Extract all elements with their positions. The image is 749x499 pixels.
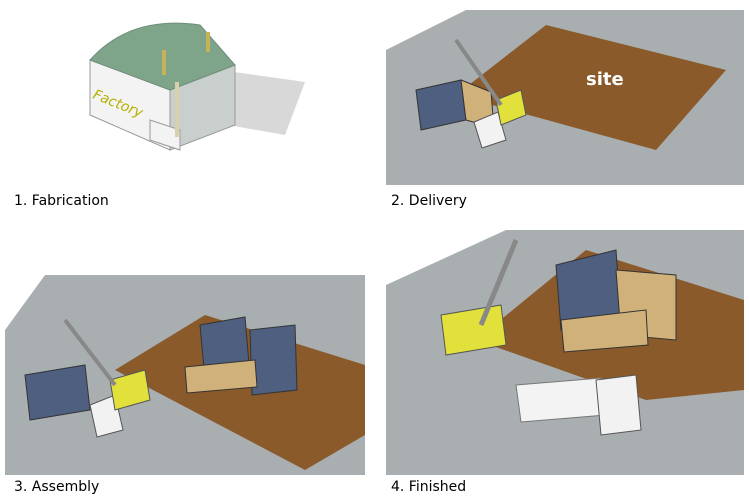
delivery-panel: site <box>386 10 744 185</box>
crane-base <box>495 89 527 126</box>
assembly-illustration <box>5 275 365 475</box>
crane-base <box>109 369 151 411</box>
crane-boom <box>454 38 503 107</box>
factory-annex <box>149 119 181 151</box>
site-area <box>115 315 365 470</box>
assembly-panel <box>5 275 365 475</box>
site-label: site <box>586 69 624 90</box>
finished-panel <box>386 230 744 475</box>
caption-finished: 4. Finished <box>391 479 467 495</box>
caption-fabrication: 1. Fabrication <box>14 193 109 209</box>
factory-door <box>175 82 179 137</box>
site-area <box>456 25 726 150</box>
crane-base <box>440 304 507 356</box>
chimney-right <box>206 32 210 52</box>
fabrication-panel: Factory <box>80 20 320 160</box>
finished-illustration <box>386 230 744 475</box>
factory-illustration: Factory <box>89 22 305 151</box>
truck-cab <box>595 374 642 436</box>
crane-boom <box>478 239 519 326</box>
caption-assembly: 3. Assembly <box>14 479 100 495</box>
delivery-illustration: site <box>386 10 744 185</box>
caption-delivery: 2. Delivery <box>391 193 467 209</box>
building-deck <box>560 309 649 353</box>
building-deck <box>184 359 258 394</box>
crane-boom <box>63 318 117 387</box>
chimney-left <box>162 50 166 75</box>
truck-cab <box>473 111 507 149</box>
module-box <box>24 364 91 421</box>
flatbed-trailer <box>515 377 607 423</box>
